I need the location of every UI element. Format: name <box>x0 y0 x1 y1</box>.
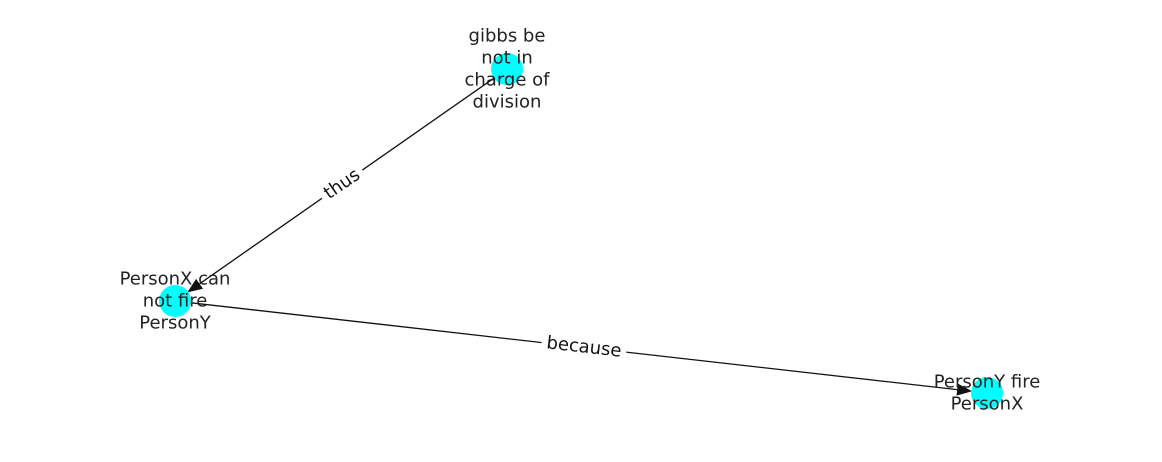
node-label-line: PersonY fire <box>934 372 1041 393</box>
node-label-line: not fire <box>143 291 208 312</box>
node-label-line: PersonY <box>139 313 211 334</box>
edge-label-group: thus <box>315 160 369 208</box>
node-circle-n2 <box>159 285 191 317</box>
node-label-line: PersonX <box>951 394 1024 415</box>
node-circle-n1 <box>491 53 523 85</box>
edges-layer: thus because <box>187 77 973 396</box>
node-label-line: gibbs be <box>469 26 546 47</box>
nodes-layer <box>159 53 1003 409</box>
node-label-line: PersonX can <box>120 269 231 290</box>
edge-label-background <box>315 160 369 208</box>
node-label-line: not in <box>481 48 533 69</box>
edge-arrowhead-n2-n3 <box>956 383 973 396</box>
edge-label-because: because <box>545 332 622 361</box>
edge-label-group: because <box>540 330 628 364</box>
edge-label-background <box>540 330 628 364</box>
edge-arrowhead-n1-n2 <box>187 278 204 293</box>
node-label-line: charge of <box>465 70 551 91</box>
node-circle-n3 <box>971 377 1003 409</box>
node-label-line: division <box>473 92 542 113</box>
